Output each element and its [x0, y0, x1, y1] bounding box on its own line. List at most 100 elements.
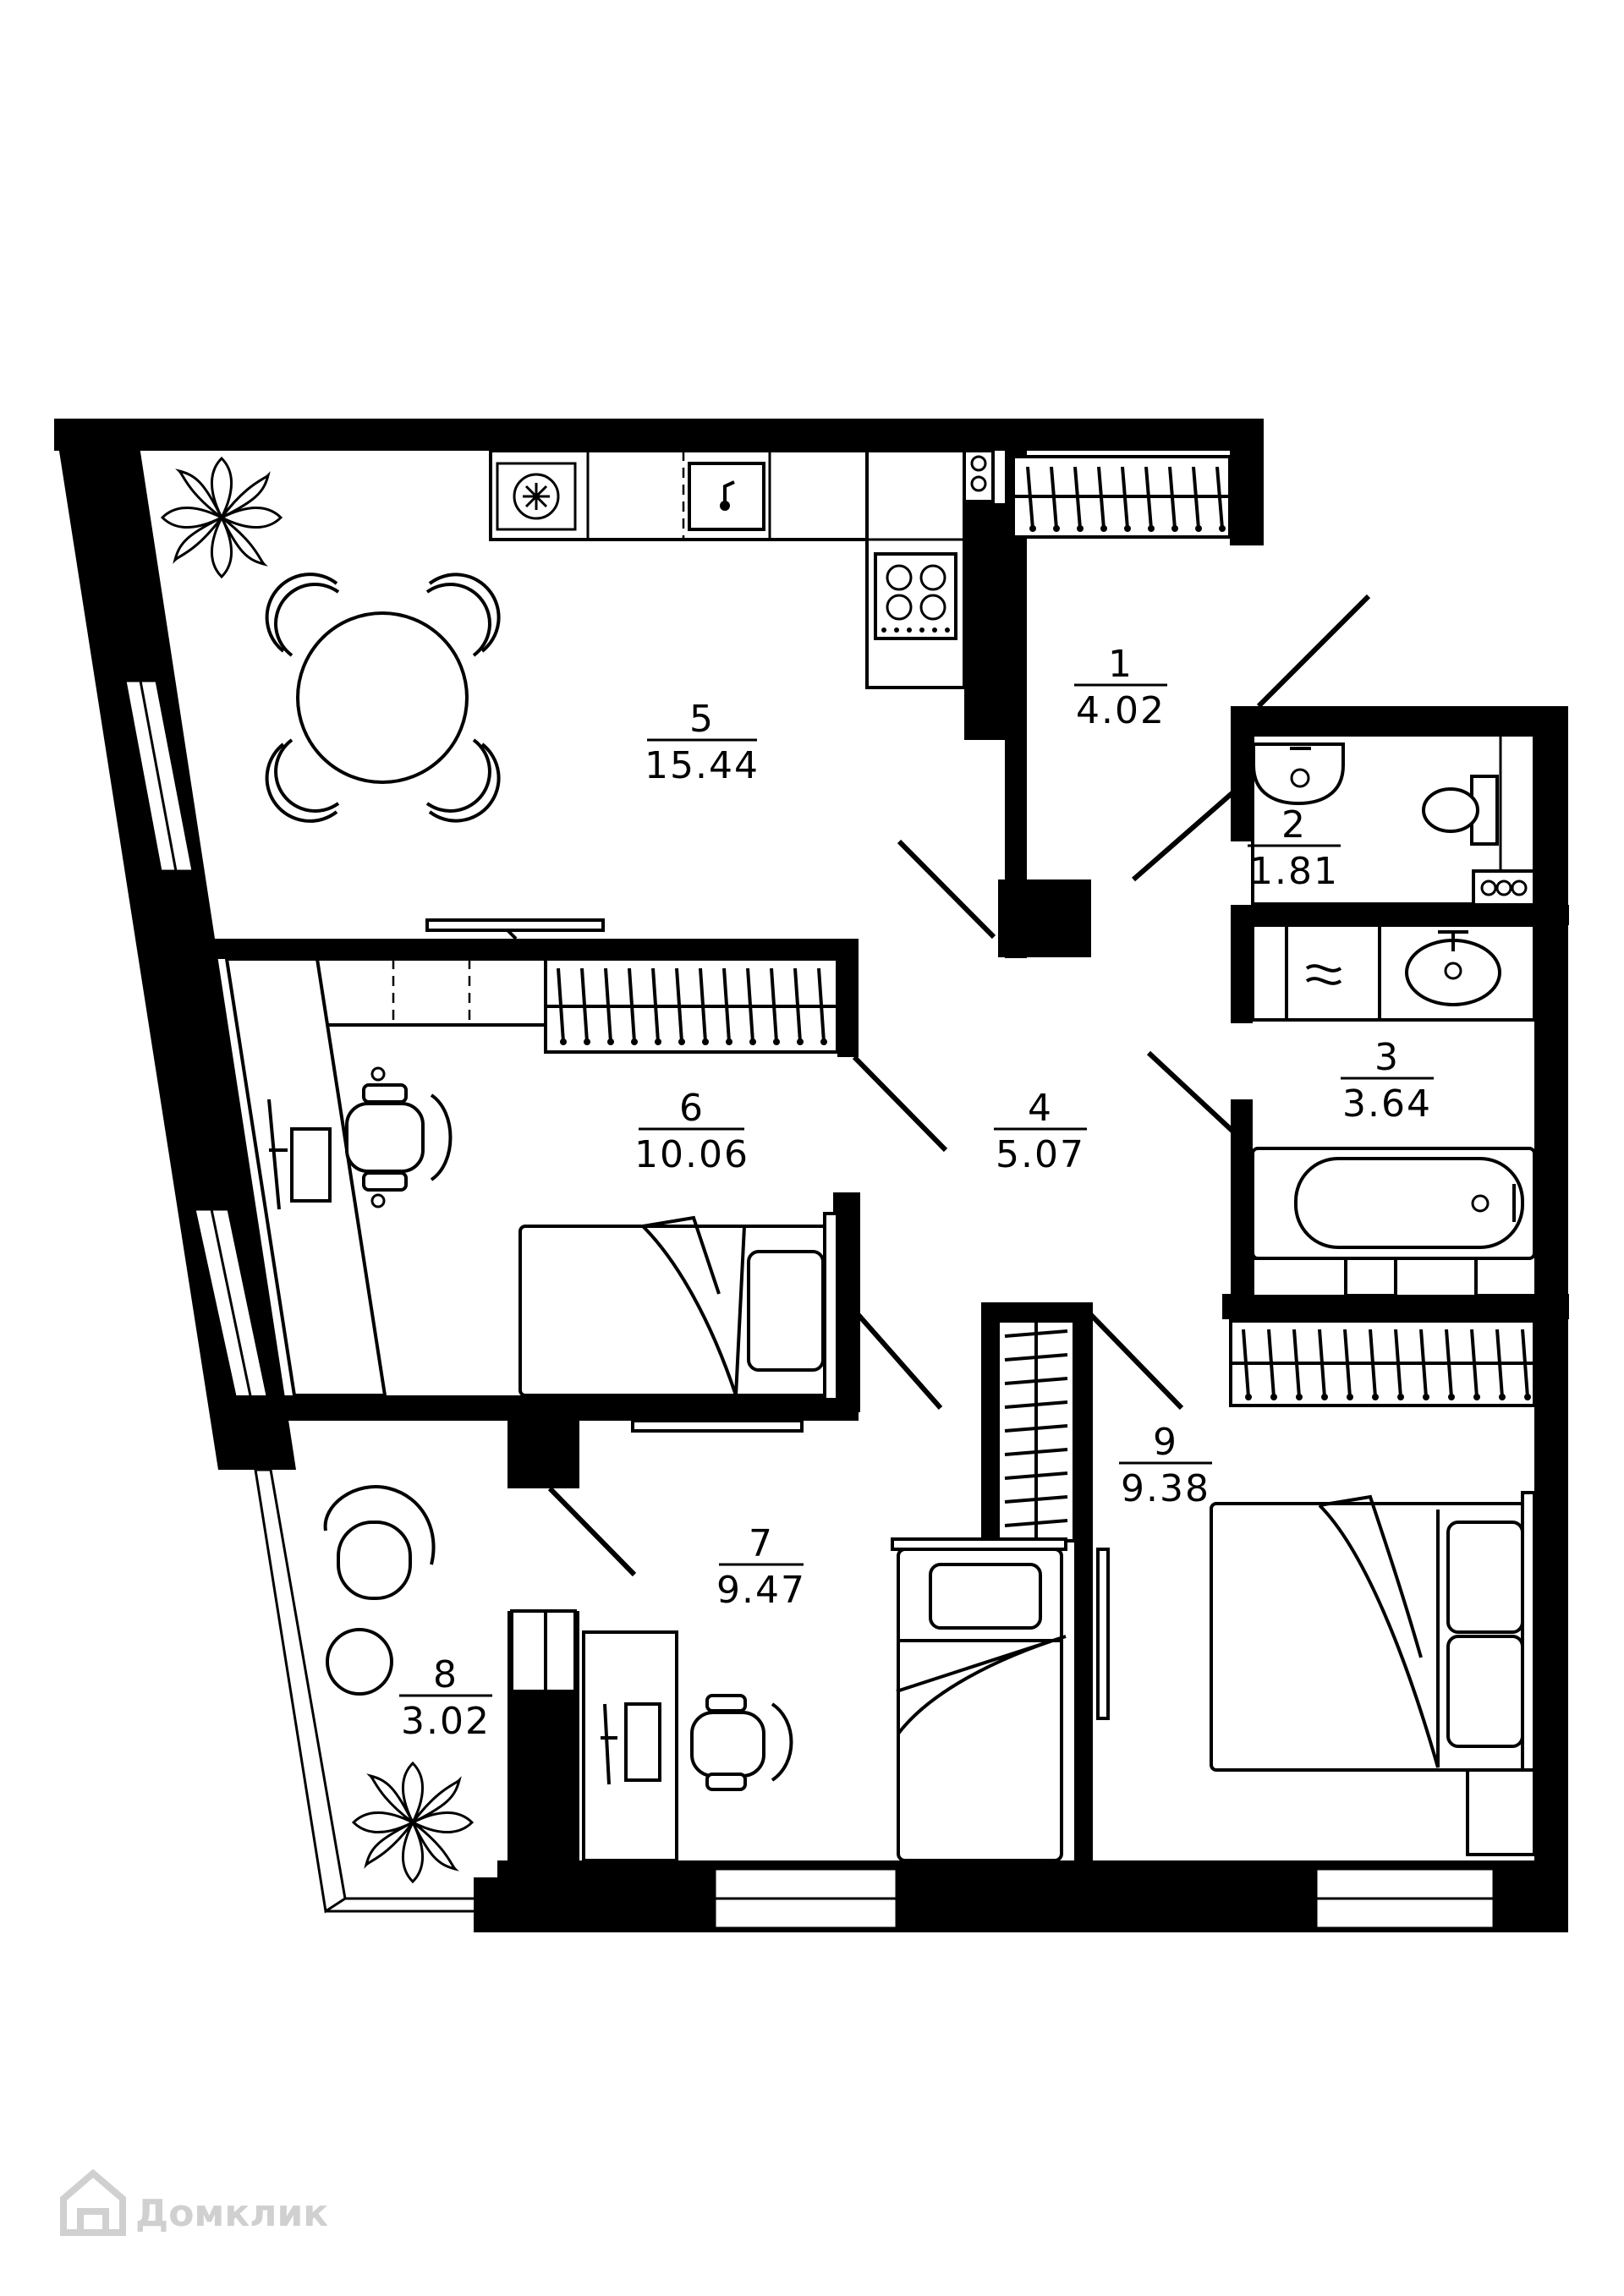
- desk-room7: [510, 1609, 678, 1862]
- room-labels: 1 4.02 2 1.81 3 3.64 4 5.07 5 15.44 6 10…: [399, 643, 1434, 1743]
- hanger-hook-icon: [1171, 525, 1178, 532]
- hanger-hook-icon: [560, 1038, 567, 1045]
- office-chair-icon: [690, 1694, 793, 1791]
- hanger-icon: [817, 967, 826, 1043]
- plant-icon: [160, 456, 283, 579]
- bed-room6: [518, 1212, 839, 1401]
- room-area: 9.38: [1121, 1467, 1210, 1510]
- hanger-hook-icon: [1372, 1394, 1379, 1400]
- sink-icon: [1405, 930, 1501, 1006]
- room-label-8: 8 3.02: [399, 1653, 492, 1743]
- room-area: 5.07: [996, 1133, 1085, 1176]
- hanger-icon: [1004, 1448, 1068, 1456]
- room-label-5: 5 15.44: [645, 698, 758, 787]
- hanger-icon: [1470, 1329, 1479, 1398]
- room-label-6: 6 10.06: [634, 1087, 749, 1176]
- balcony: [254, 1468, 475, 1914]
- windows: [123, 679, 1495, 1930]
- bed-room9: [1210, 1491, 1536, 1856]
- hanger-hook-icon: [773, 1038, 780, 1045]
- hanger-hook-icon: [1124, 525, 1131, 532]
- tv-icon: [631, 1411, 804, 1433]
- hanger-icon: [675, 967, 683, 1043]
- hanger-icon: [557, 967, 565, 1043]
- hanger-icon: [1004, 1353, 1068, 1362]
- hanger-icon: [1004, 1377, 1068, 1385]
- room-label-9: 9 9.38: [1119, 1421, 1212, 1510]
- hanger-icon: [628, 967, 636, 1043]
- hanger-icon: [1394, 1329, 1402, 1398]
- bathroom-3-fixtures: [1251, 923, 1536, 1298]
- watermark-text: Домклик: [135, 2192, 328, 2235]
- hanger-hook-icon: [1077, 525, 1084, 532]
- hanger-hook-icon: [1499, 1394, 1506, 1400]
- hanger-hook-icon: [631, 1038, 638, 1045]
- hanger-icon: [1004, 1495, 1068, 1504]
- room-number: 9: [1153, 1421, 1178, 1464]
- door-swings: [547, 594, 1371, 1577]
- hanger-hook-icon: [1245, 1394, 1252, 1400]
- hanger-marks: [557, 466, 1531, 1527]
- washing-machine-icon: [1285, 923, 1381, 1022]
- room-number: 3: [1374, 1036, 1400, 1079]
- room-number: 2: [1281, 803, 1307, 847]
- hanger-icon: [1369, 1329, 1377, 1398]
- hanger-icon: [1026, 466, 1034, 529]
- hanger-icon: [746, 967, 754, 1043]
- hanger-hook-icon: [726, 1038, 732, 1045]
- room-area: 3.64: [1342, 1082, 1432, 1126]
- hanger-icon: [580, 967, 589, 1043]
- room-number: 6: [679, 1087, 705, 1130]
- hanger-hook-icon: [655, 1038, 661, 1045]
- room-number: 5: [689, 698, 715, 741]
- hanger-icon: [604, 967, 612, 1043]
- hanger-icon: [1318, 1329, 1326, 1398]
- room-label-2: 2 1.81: [1248, 803, 1341, 893]
- desk-room6: [224, 957, 387, 1397]
- hanger-icon: [1004, 1471, 1068, 1480]
- room-area: 10.06: [634, 1133, 749, 1176]
- hanger-hook-icon: [1524, 1394, 1531, 1400]
- hanger-icon: [1121, 466, 1129, 529]
- watermark: Домклик: [60, 2168, 328, 2236]
- hanger-icon: [1445, 1329, 1453, 1398]
- hanger-icon: [1242, 1329, 1250, 1398]
- hanger-icon: [1192, 466, 1200, 529]
- tv-icon: [1096, 1548, 1110, 1720]
- room-number: 8: [433, 1653, 458, 1696]
- stove-icon: [874, 552, 957, 640]
- wardrobe-room9: [1229, 1319, 1536, 1407]
- tv-icon: [425, 918, 605, 940]
- plant-icon: [351, 1761, 475, 1884]
- washing-machine-icon: [513, 473, 560, 520]
- hanger-icon: [699, 967, 707, 1043]
- office-chair-icon: [345, 1066, 453, 1208]
- room-number: 4: [1028, 1087, 1053, 1130]
- room-label-3: 3 3.64: [1341, 1036, 1434, 1126]
- kitchen-counter: [489, 449, 995, 689]
- hanger-icon: [1004, 1400, 1068, 1409]
- room-label-7: 7 9.47: [716, 1522, 804, 1612]
- room-area: 3.02: [401, 1700, 491, 1743]
- hanger-hook-icon: [678, 1038, 685, 1045]
- outer-walls: [54, 419, 1568, 1932]
- hanger-hook-icon: [749, 1038, 756, 1045]
- hanger-icon: [1521, 1329, 1529, 1398]
- room-label-1: 1 4.02: [1074, 643, 1167, 732]
- hanger-icon: [651, 967, 660, 1043]
- bathtub-icon: [1251, 1147, 1536, 1260]
- hanger-hook-icon: [1100, 525, 1107, 532]
- bed-room7: [891, 1537, 1067, 1862]
- hanger-icon: [1267, 1329, 1276, 1398]
- hanger-icon: [1004, 1519, 1068, 1527]
- hanger-icon: [722, 967, 731, 1043]
- hanger-hook-icon: [1321, 1394, 1328, 1400]
- room-number: 7: [749, 1522, 774, 1565]
- hanger-hook-icon: [1195, 525, 1202, 532]
- hanger-icon: [1168, 466, 1177, 529]
- hanger-hook-icon: [1296, 1394, 1303, 1400]
- hanger-hook-icon: [1029, 525, 1036, 532]
- toilet-icon: [1422, 775, 1499, 846]
- hanger-icon: [1343, 1329, 1352, 1398]
